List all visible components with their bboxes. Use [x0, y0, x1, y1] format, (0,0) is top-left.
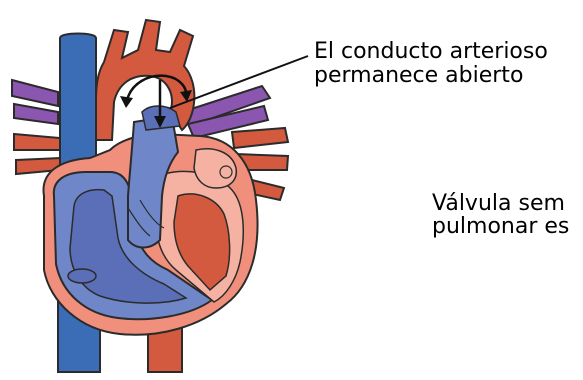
- ductus-label-line1: El conducto arterioso: [314, 39, 548, 64]
- ductus-label-line2: permanece abierto: [314, 63, 523, 88]
- pulmonary-vein-right-upper: [232, 128, 288, 148]
- valve-label-line1: Válvula sem: [432, 191, 565, 216]
- pulmonary-artery-left-lower: [14, 104, 58, 124]
- valve-label-line2: pulmonar es: [432, 214, 569, 239]
- pulmonary-vein-left-upper: [14, 134, 60, 150]
- pulmonary-artery-left-upper: [12, 80, 58, 106]
- curved-arrow-head-left: [120, 96, 133, 108]
- foramen-ovale: [68, 269, 96, 283]
